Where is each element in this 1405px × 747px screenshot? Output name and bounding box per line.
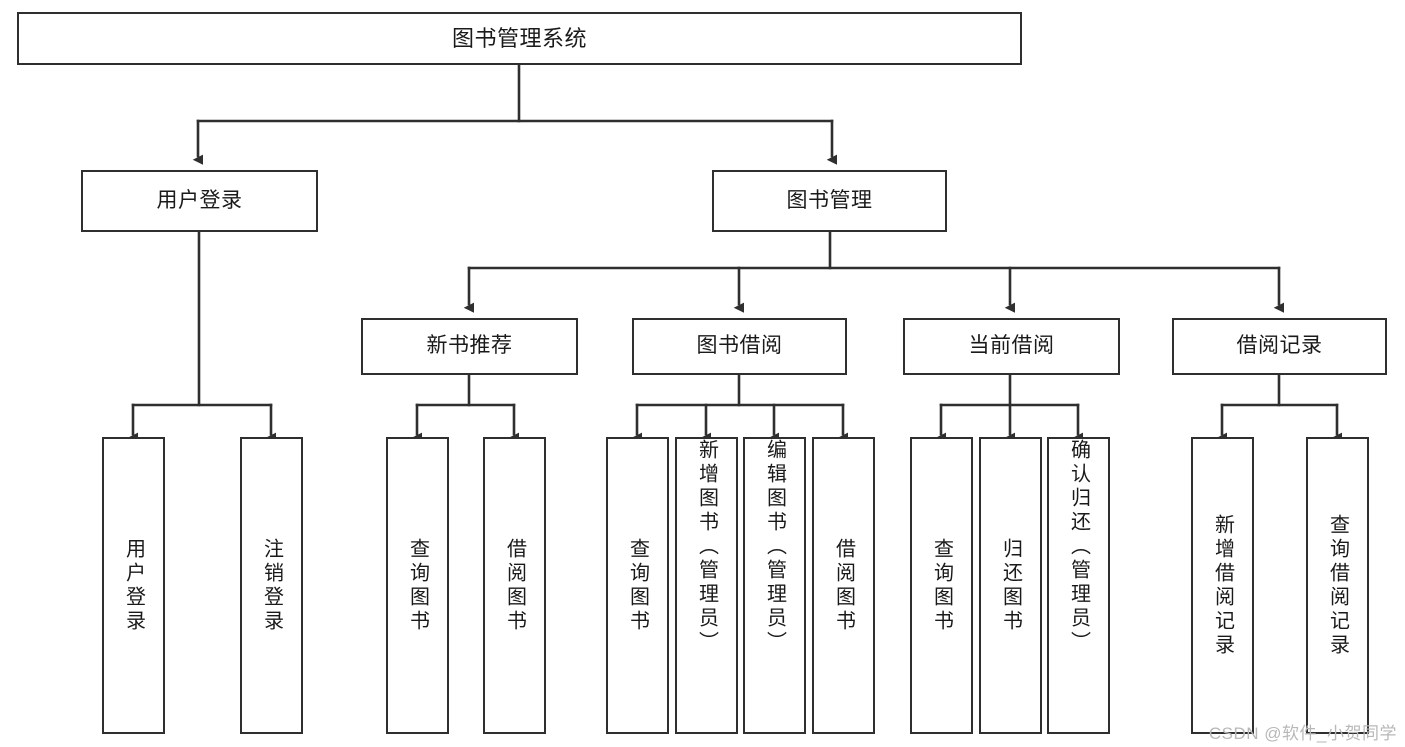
node-new-book-recommend[interactable]: 新书推荐: [361, 318, 578, 375]
leaf-record-query-borrow-record[interactable]: 查询借阅记录: [1306, 437, 1369, 734]
leaf-current-confirm-return-admin[interactable]: 确认归还（管理员）: [1047, 437, 1110, 734]
node-label: 图书借阅: [696, 334, 783, 358]
leaf-borrow-query-book[interactable]: 查询图书: [606, 437, 669, 734]
leaf-recommend-borrow-book[interactable]: 借阅图书: [483, 437, 546, 734]
node-label: 注销登录: [260, 537, 283, 634]
leaf-current-return-book[interactable]: 归还图书: [979, 437, 1042, 734]
leaf-record-add-borrow-record[interactable]: 新增借阅记录: [1191, 437, 1254, 734]
leaf-current-query-book[interactable]: 查询图书: [910, 437, 973, 734]
node-borrow-record[interactable]: 借阅记录: [1172, 318, 1387, 375]
node-label: 确认归还（管理员）: [1067, 439, 1090, 655]
node-label: 编辑图书（管理员）: [763, 439, 786, 655]
node-root-book-management-system[interactable]: 图书管理系统: [17, 12, 1022, 65]
node-label: 查询图书: [930, 537, 953, 634]
node-label: 图书管理: [786, 188, 873, 212]
watermark-text: CSDN @软件_小贺同学: [1208, 724, 1397, 743]
node-label: 借阅图书: [503, 537, 526, 634]
node-label: 借阅记录: [1236, 334, 1323, 358]
node-label: 用户登录: [156, 188, 243, 212]
node-book-management[interactable]: 图书管理: [712, 170, 947, 232]
node-label: 当前借阅: [968, 334, 1055, 358]
node-label: 查询图书: [406, 537, 429, 634]
node-label: 借阅图书: [832, 537, 855, 634]
node-label: 新增图书（管理员）: [695, 439, 718, 655]
node-label: 新书推荐: [426, 334, 513, 358]
leaf-borrow-borrow-book[interactable]: 借阅图书: [812, 437, 875, 734]
node-user-login[interactable]: 用户登录: [81, 170, 318, 232]
node-label: 查询借阅记录: [1326, 513, 1349, 658]
leaf-borrow-add-book-admin[interactable]: 新增图书（管理员）: [675, 437, 738, 734]
leaf-recommend-query-book[interactable]: 查询图书: [386, 437, 449, 734]
leaf-user-login[interactable]: 用户登录: [102, 437, 165, 734]
leaf-borrow-edit-book-admin[interactable]: 编辑图书（管理员）: [743, 437, 806, 734]
node-current-borrow[interactable]: 当前借阅: [903, 318, 1120, 375]
node-label: 图书管理系统: [451, 25, 587, 51]
node-label: 归还图书: [999, 537, 1022, 634]
node-label: 查询图书: [626, 537, 649, 634]
node-label: 新增借阅记录: [1211, 513, 1234, 658]
leaf-user-logout[interactable]: 注销登录: [240, 437, 303, 734]
node-label: 用户登录: [122, 537, 145, 634]
node-book-borrow[interactable]: 图书借阅: [632, 318, 847, 375]
